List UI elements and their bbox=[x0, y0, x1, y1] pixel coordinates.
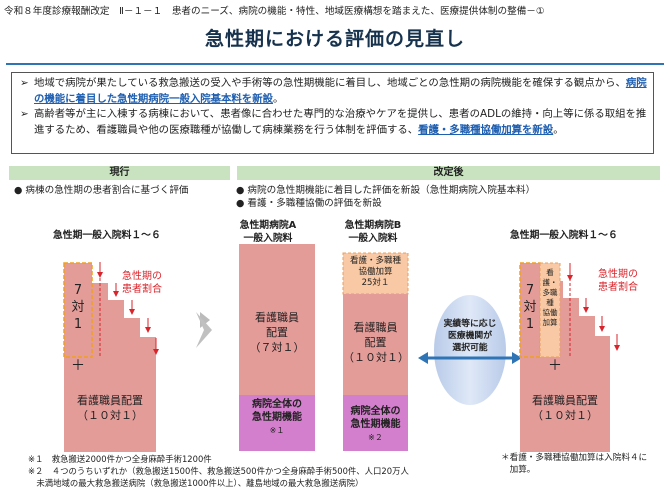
highlight-link: 看護・多職種協働加算を新設 bbox=[418, 123, 554, 136]
right-addon-label: 看護・ 多職種 協働加算 bbox=[542, 268, 558, 327]
revised-note-1: ● 病院の急性期機能に着目した評価を新設（急性期病院入院基本料） bbox=[236, 185, 536, 196]
right-staircase bbox=[519, 262, 620, 452]
colA-title: 急性期病院A 一般入院料 bbox=[239, 220, 297, 244]
colB-title: 急性期病院B 一般入院料 bbox=[344, 220, 402, 244]
arrow-bullet-icon: ➢ bbox=[20, 108, 29, 120]
colB-addon-block bbox=[342, 252, 409, 295]
current-plus: ＋ bbox=[71, 358, 85, 374]
colB-mark: ※２ bbox=[368, 433, 383, 442]
footnote-1: ※１ 救急搬送2000件かつ全身麻酔手術1200件 bbox=[28, 454, 212, 464]
current-note: ● 病棟の急性期の患者割合に基づく評価 bbox=[14, 185, 189, 196]
right-base-label: 看護職員配置 （１０対１） bbox=[532, 394, 598, 422]
colB-func-label: 病院全体の 急性期機能 bbox=[350, 406, 401, 430]
colA-func-block bbox=[239, 395, 315, 451]
summary-bullet-1: ➢地域で病院が果たしている救急搬送の受入や手術等の急性期機能に着目し、地域ごとの… bbox=[20, 77, 647, 105]
page-title: 急性期における評価の見直し bbox=[204, 28, 465, 50]
oval-label: 実績等に応じ 医療機関が 選択可能 bbox=[443, 319, 497, 353]
arrow-right-icon bbox=[196, 312, 212, 348]
colA-func-label: 病院全体の 急性期機能 bbox=[252, 399, 302, 423]
current-staircase bbox=[63, 262, 159, 452]
colA-staff-block bbox=[239, 244, 315, 395]
highlight-link: 病院の機能に着目した急性期病院一般入院基本料を新設 bbox=[34, 77, 647, 105]
title-underline bbox=[6, 63, 664, 65]
right-col-title: 急性期一般入院料１～６ bbox=[510, 230, 618, 241]
revised-note-2: ● 看護・多職種協働の評価を新設 bbox=[236, 198, 382, 209]
colB-staff-block bbox=[343, 294, 408, 395]
current-header: 現行 bbox=[9, 166, 230, 180]
footnote-3: 未満地域の最大救急搬送病院（救急搬送1000件以上）、離島地域の最大救急搬送病院… bbox=[28, 478, 364, 488]
current-red-label: 急性期の 患者割合 bbox=[122, 271, 162, 295]
colB-addon-label: 看護・多職種 協働加算 25対１ bbox=[349, 256, 401, 288]
summary-bullet-2: ➢高齢者等が主に入棟する病棟において、患者像に合わせた専門的な治療やケアを提供し… bbox=[20, 108, 647, 136]
current-base-label: 看護職員配置 （１０対１） bbox=[77, 394, 143, 422]
colA-staff-label: 看護職員 配置 （７対１） bbox=[249, 311, 305, 354]
right-plus: ＋ bbox=[548, 358, 562, 374]
footnote-2: ※２ ４つのうちいずれか（救急搬送1500件、救急搬送500件かつ全身麻酔手術5… bbox=[28, 466, 409, 476]
right-ratio: 7 対 1 bbox=[523, 283, 537, 332]
arrow-bullet-icon: ➢ bbox=[20, 77, 29, 89]
colB-func-block bbox=[343, 395, 408, 451]
header-line: 令和８年度診療報酬改定 Ⅱ－１－１ 患者のニーズ、病院の機能・特性、地域医療構想… bbox=[4, 6, 545, 17]
current-ratio: 7 対 1 bbox=[71, 283, 85, 332]
revised-header: 改定後 bbox=[237, 166, 660, 180]
right-note: ＊看護・多職種協働加算は入院料４に 加算。 bbox=[501, 453, 648, 475]
current-col-title: 急性期一般入院料１～６ bbox=[53, 230, 161, 241]
colB-staff-label: 看護職員 配置 （１０対１） bbox=[343, 321, 409, 364]
colA-mark: ※１ bbox=[269, 426, 285, 435]
choice-oval bbox=[434, 295, 506, 405]
right-red-label: 急性期の 患者割合 bbox=[598, 269, 638, 293]
summary-box: ➢地域で病院が果たしている救急搬送の受入や手術等の急性期機能に着目し、地域ごとの… bbox=[11, 72, 654, 154]
